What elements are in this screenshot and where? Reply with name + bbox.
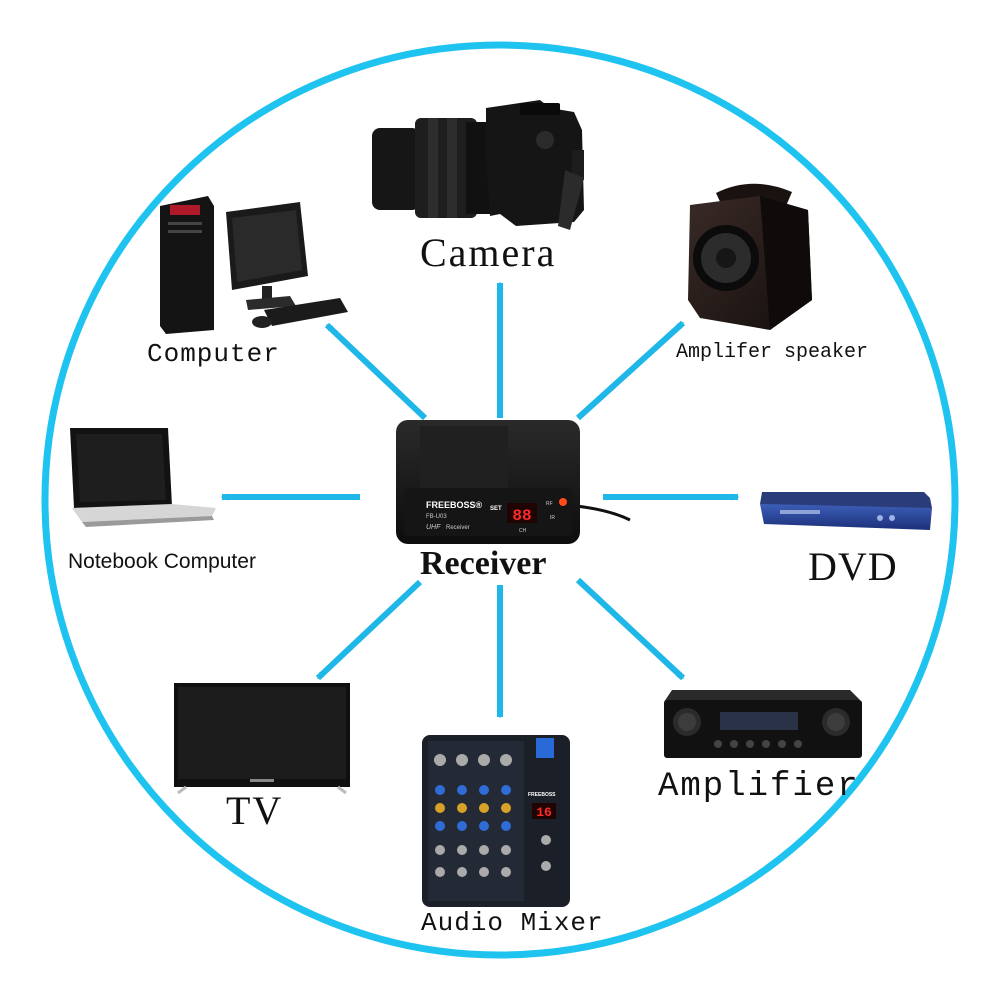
device-label-amplifier: Amplifier	[658, 768, 860, 806]
device-label-computer: Computer	[147, 339, 280, 369]
arrow-amp-speaker	[575, 320, 686, 421]
device-label-tv: TV	[226, 788, 284, 833]
computer-image	[160, 196, 348, 334]
camera-image	[372, 100, 584, 230]
amplifier-image	[664, 690, 862, 758]
receiver-type: Receiver	[446, 525, 470, 531]
receiver-set: SET	[490, 506, 502, 512]
receiver-brand: FREEBOSS®	[426, 500, 483, 510]
device-label-dvd: DVD	[808, 544, 898, 589]
arrow-tv	[315, 579, 423, 681]
audio-mixer-image: 16 FREEBOSS	[422, 735, 570, 907]
center-label-receiver: Receiver	[420, 545, 547, 582]
receiver-model: FB-U03	[426, 514, 447, 520]
mixer-brand: FREEBOSS	[528, 792, 556, 798]
receiver-image: FREEBOSS® FB-U03 UHF Receiver SET 88 CH …	[396, 420, 631, 544]
arrows	[220, 281, 740, 719]
receiver-rf: RF	[546, 501, 553, 507]
outer-ring	[41, 41, 959, 959]
tv-image	[174, 683, 350, 795]
receiver-display: 88	[512, 507, 531, 525]
amplifier-speaker-image	[688, 183, 812, 330]
device-label-notebook: Notebook Computer	[68, 550, 256, 573]
receiver-band: UHF	[426, 524, 441, 531]
arrow-amplifier	[575, 577, 686, 681]
device-label-amplifier-speaker: Amplifer speaker	[676, 341, 869, 364]
device-label-audio-mixer: Audio Mixer	[421, 908, 604, 938]
notebook-image	[70, 428, 216, 527]
receiver-ir: IR	[550, 515, 555, 521]
arrow-computer	[324, 322, 428, 421]
receiver-ch: CH	[519, 528, 527, 534]
dvd-image	[760, 492, 932, 530]
mixer-display: 16	[536, 805, 552, 820]
receiver-led	[559, 498, 567, 506]
device-label-camera: Camera	[420, 230, 557, 275]
